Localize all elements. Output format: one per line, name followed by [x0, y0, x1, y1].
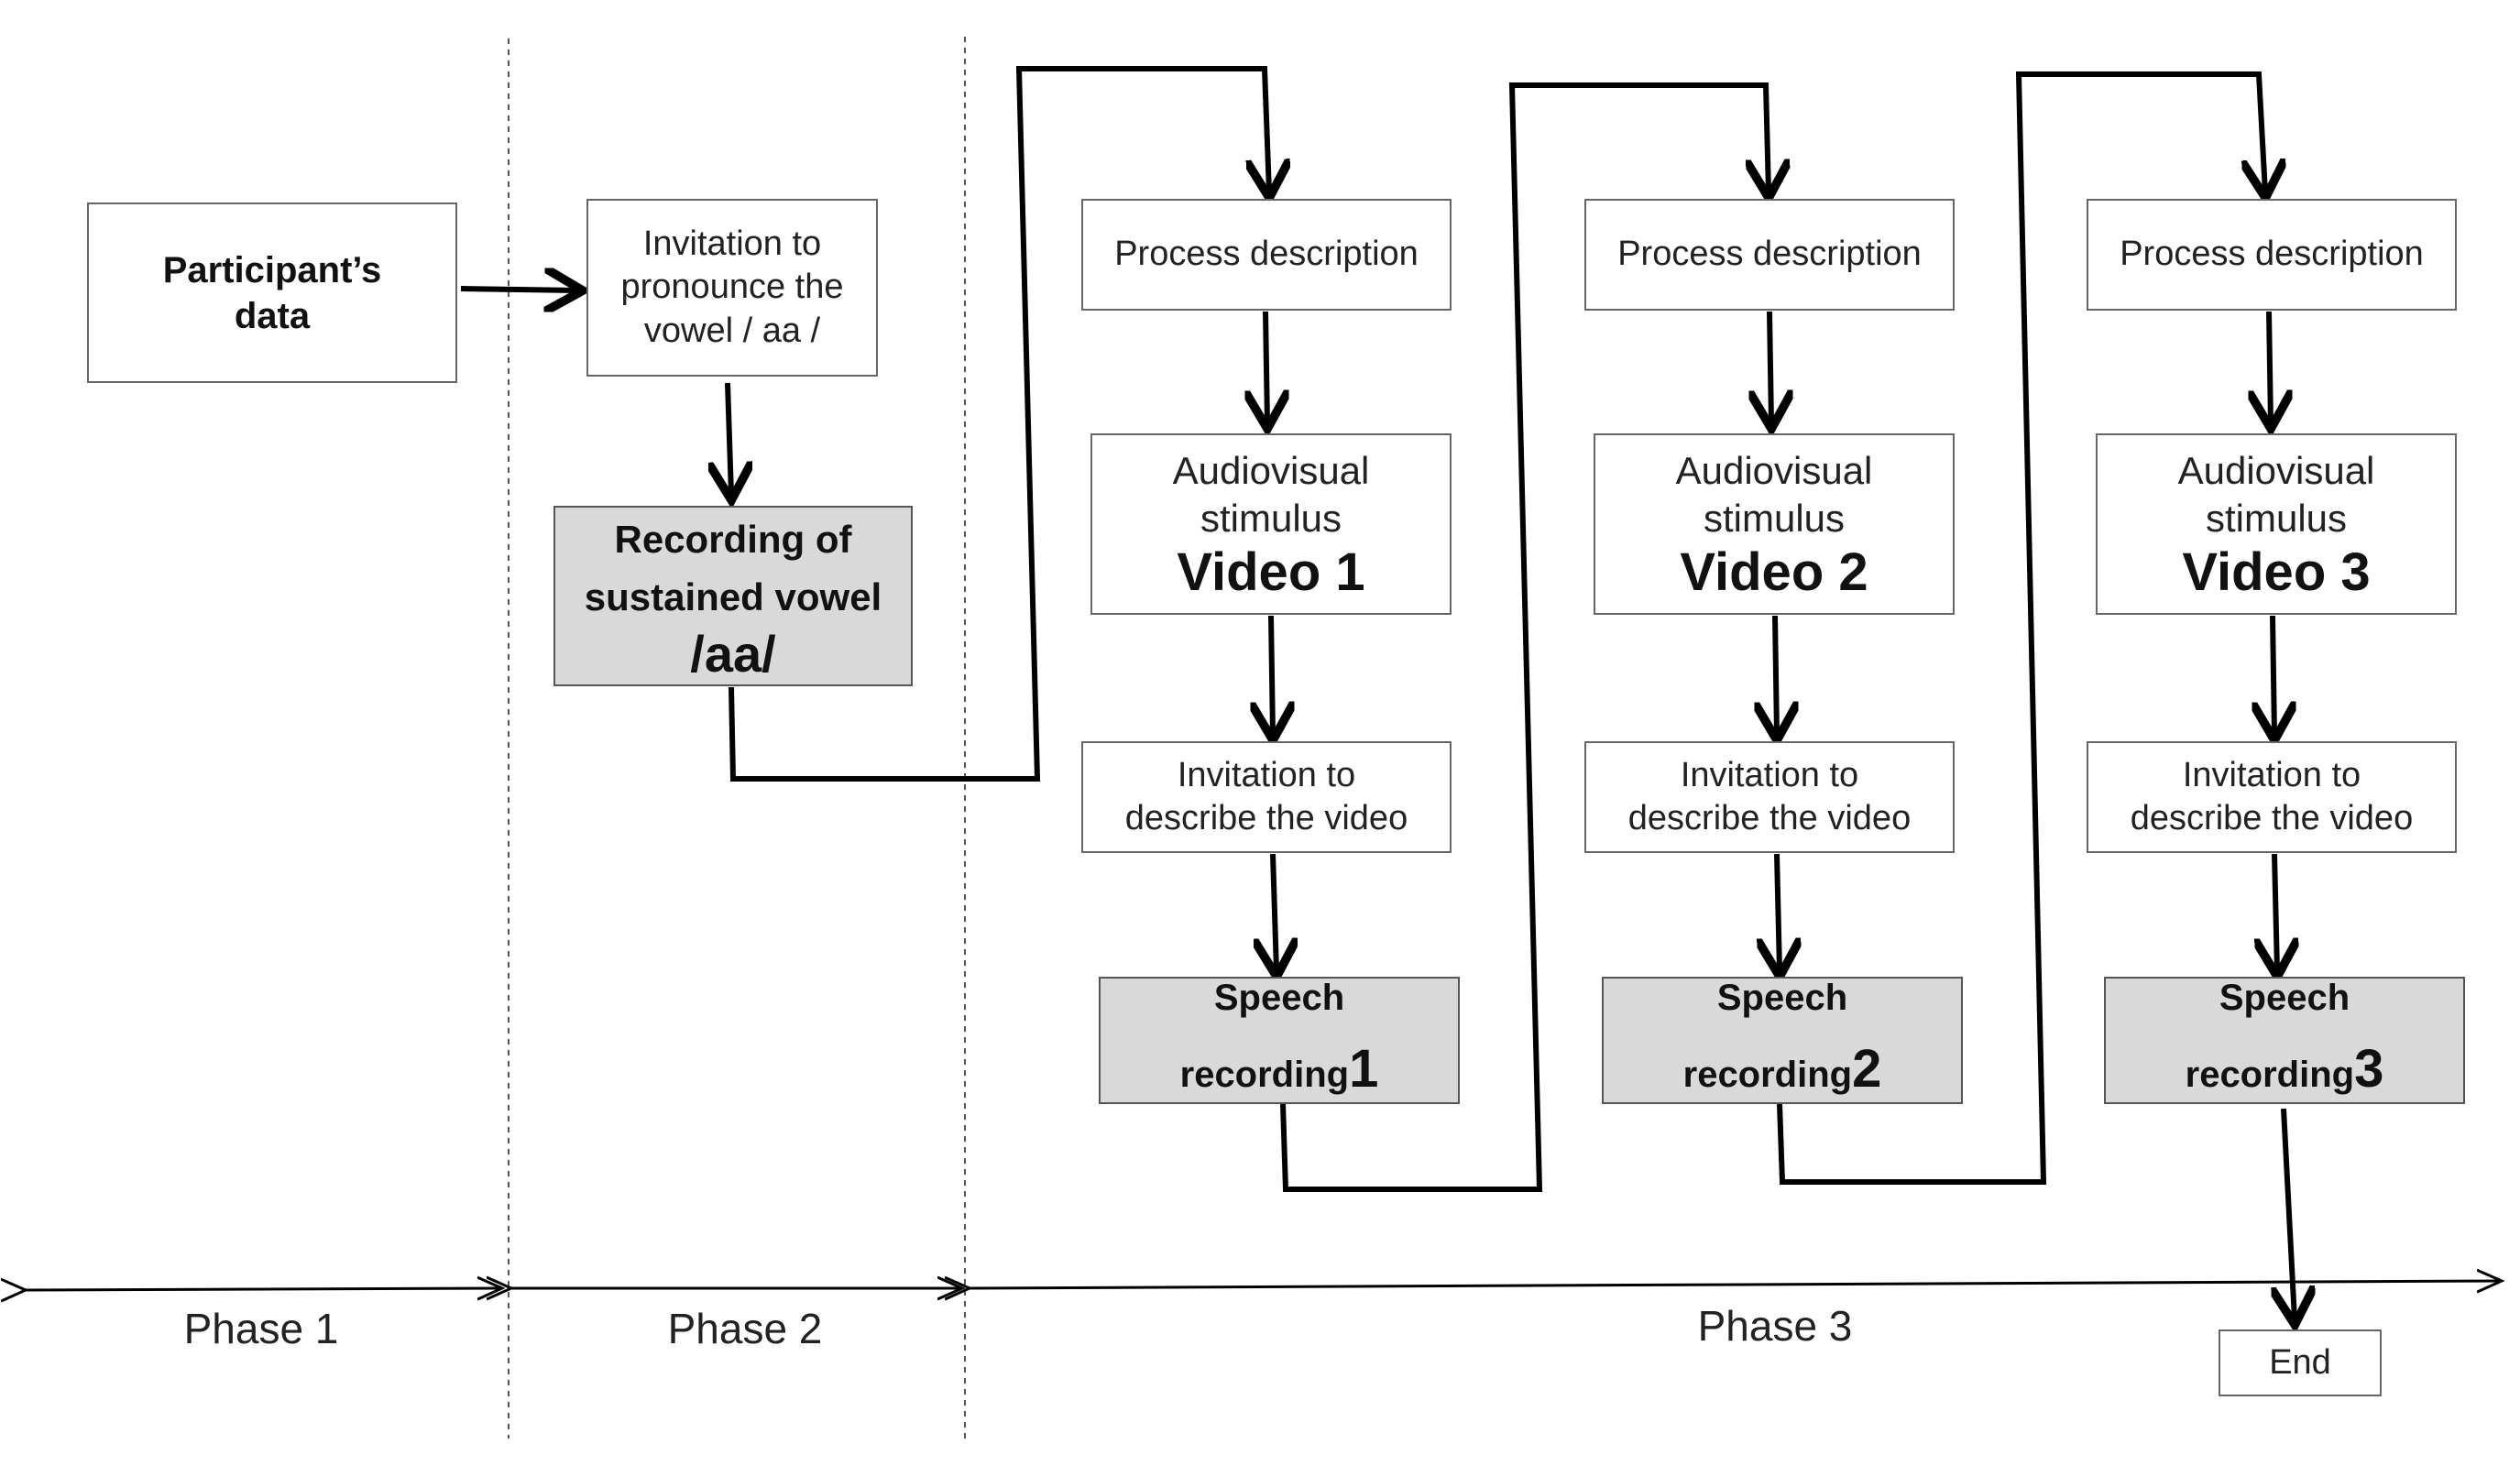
connector-column-2-to-column-3 [1777, 71, 2265, 1185]
recording-vowel-line-2: sustained vowel [584, 574, 882, 618]
speech-recording-line-1: Speech [1213, 978, 1345, 1019]
arrow-participant-to-invitation [460, 289, 577, 290]
phase-1-range-arrow [26, 1288, 502, 1290]
speech-recording-line-1: Speech [1716, 978, 1848, 1019]
arrow-col2-invitation-to-speech [1777, 853, 1780, 971]
arrow-col3-process-to-stimulus [2269, 311, 2271, 423]
speech-recording-number-1: 1 [1349, 1039, 1379, 1100]
invitation-describe-box-1: Invitation to describe the video [1081, 741, 1452, 853]
arrow-col3-invitation-to-speech [2274, 853, 2277, 971]
invitation-describe-line-1: Invitation to [2182, 755, 2361, 794]
process-description-box-3: Process description [2087, 199, 2457, 311]
invitation-vowel-line-2: pronounce the [620, 268, 844, 307]
audiovisual-stimulus-box-3: Audiovisual stimulus Video 3 [2096, 433, 2457, 615]
arrow-col2-process-to-stimulus [1769, 311, 1771, 423]
audiovisual-stimulus-box-2: Audiovisual stimulus Video 2 [1594, 433, 1955, 615]
end-label: End [2269, 1342, 2331, 1382]
phase-2-label: Phase 2 [667, 1305, 823, 1352]
recording-vowel-line-1: Recording of [614, 517, 852, 561]
connector-recording-to-column-1 [729, 66, 1269, 782]
video-label-3: Video 3 [2182, 542, 2371, 602]
speech-recording-box-2: Speech recording2 [1602, 977, 1963, 1104]
arrow-col1-process-to-stimulus [1265, 311, 1267, 423]
speech-recording-box-3: Speech recording3 [2104, 977, 2465, 1104]
invitation-vowel-box: Invitation to pronounce the vowel / aa / [586, 199, 878, 377]
recording-vowel-line-3: /aa/ [690, 624, 776, 683]
invitation-describe-line-2: describe the video [2130, 799, 2414, 837]
phase-3-label: Phase 3 [1697, 1302, 1853, 1350]
speech-recording-box-1: Speech recording1 [1099, 977, 1460, 1104]
arrow-col2-stimulus-to-invitation [1775, 615, 1777, 735]
end-box: End [2219, 1329, 2382, 1396]
stimulus-line-2: stimulus [1200, 497, 1342, 541]
invitation-vowel-line-1: Invitation to [642, 224, 822, 263]
stimulus-line-1: Audiovisual [2177, 448, 2375, 492]
invitation-describe-line-2: describe the video [1124, 799, 1408, 837]
stimulus-line-2: stimulus [1703, 497, 1846, 541]
invitation-describe-line-1: Invitation to [1680, 755, 1859, 794]
stimulus-line-1: Audiovisual [1172, 448, 1370, 492]
process-description-label: Process description [1114, 235, 1419, 274]
phase-3-range-arrow [970, 1281, 2502, 1288]
speech-recording-line-2: recording [2185, 1055, 2355, 1096]
audiovisual-stimulus-box-1: Audiovisual stimulus Video 1 [1090, 433, 1452, 615]
process-description-box-2: Process description [1584, 199, 1955, 311]
speech-recording-line-2: recording [1682, 1055, 1853, 1096]
invitation-describe-line-2: describe the video [1627, 799, 1912, 837]
phase-1-label: Phase 1 [183, 1305, 339, 1352]
participant-line-2: data [234, 295, 311, 336]
recording-vowel-box: Recording of sustained vowel /aa/ [553, 506, 913, 686]
process-description-label: Process description [2120, 235, 2424, 274]
arrow-col3-stimulus-to-invitation [2273, 615, 2274, 735]
speech-recording-number-2: 2 [1852, 1039, 1882, 1100]
speech-recording-number-3: 3 [2354, 1039, 2384, 1100]
invitation-describe-box-3: Invitation to describe the video [2087, 741, 2457, 853]
invitation-vowel-line-3: vowel / aa / [643, 311, 821, 350]
process-description-label: Process description [1617, 235, 1922, 274]
connector-column-1-to-column-2 [1280, 82, 1769, 1192]
participant-data-box: Participant’s data [87, 202, 457, 383]
arrow-invitation-to-recording [728, 382, 731, 495]
video-label-2: Video 2 [1680, 542, 1868, 602]
stimulus-line-2: stimulus [2205, 497, 2348, 541]
stimulus-line-1: Audiovisual [1675, 448, 1873, 492]
arrow-speech-3-to-end [2284, 1108, 2295, 1319]
speech-recording-line-2: recording [1179, 1055, 1350, 1096]
video-label-1: Video 1 [1177, 542, 1365, 602]
arrow-col1-stimulus-to-invitation [1271, 615, 1273, 735]
invitation-describe-box-2: Invitation to describe the video [1584, 741, 1955, 853]
arrow-col1-invitation-to-speech [1273, 853, 1276, 971]
invitation-describe-line-1: Invitation to [1177, 755, 1356, 794]
speech-recording-line-1: Speech [2219, 978, 2350, 1019]
process-description-box-1: Process description [1081, 199, 1452, 311]
participant-line-1: Participant’s [162, 249, 382, 290]
